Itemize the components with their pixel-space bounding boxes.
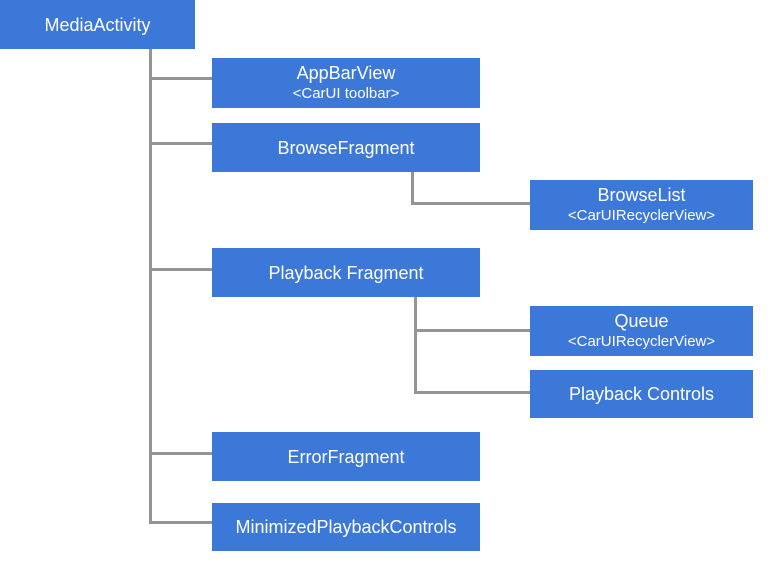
- node-sublabel: <CarUIRecyclerView>: [567, 207, 716, 224]
- connector-trunk-browsefragment: [411, 172, 414, 205]
- node-label: MediaActivity: [44, 14, 151, 35]
- node-browse-list: BrowseList <CarUIRecyclerView>: [530, 180, 753, 230]
- node-playback-controls: Playback Controls: [530, 370, 753, 418]
- connector-branch-appbarview: [149, 77, 212, 80]
- node-browse-fragment: BrowseFragment: [212, 123, 480, 172]
- connector-branch-browsefragment: [149, 142, 212, 145]
- connector-branch-errorfragment: [149, 452, 212, 455]
- connector-branch-browselist: [411, 202, 530, 205]
- node-sublabel: <CarUIRecyclerView>: [567, 333, 716, 350]
- node-media-activity: MediaActivity: [0, 0, 195, 49]
- connector-trunk-mediaactivity: [149, 49, 152, 524]
- node-label: AppBarView: [296, 63, 396, 83]
- node-label: MinimizedPlaybackControls: [235, 517, 457, 537]
- node-queue: Queue <CarUIRecyclerView>: [530, 306, 753, 356]
- node-label: Playback Fragment: [268, 262, 424, 283]
- node-playback-fragment: Playback Fragment: [212, 248, 480, 297]
- connector-branch-playbackfragment: [149, 268, 212, 271]
- node-label: Queue: [614, 311, 669, 331]
- node-label: BrowseList: [597, 185, 686, 205]
- node-label: ErrorFragment: [287, 446, 405, 467]
- node-minimized-playback-controls: MinimizedPlaybackControls: [212, 503, 480, 551]
- node-sublabel: <CarUI toolbar>: [292, 85, 400, 102]
- node-error-fragment: ErrorFragment: [212, 432, 480, 481]
- node-label: BrowseFragment: [277, 137, 415, 158]
- connector-trunk-playbackfragment: [414, 297, 417, 394]
- connector-branch-minimizedcontrols: [149, 521, 212, 524]
- node-app-bar-view: AppBarView <CarUI toolbar>: [212, 58, 480, 108]
- connector-branch-playbackcontrols: [414, 391, 530, 394]
- node-label: Playback Controls: [568, 384, 715, 404]
- connector-branch-queue: [414, 329, 530, 332]
